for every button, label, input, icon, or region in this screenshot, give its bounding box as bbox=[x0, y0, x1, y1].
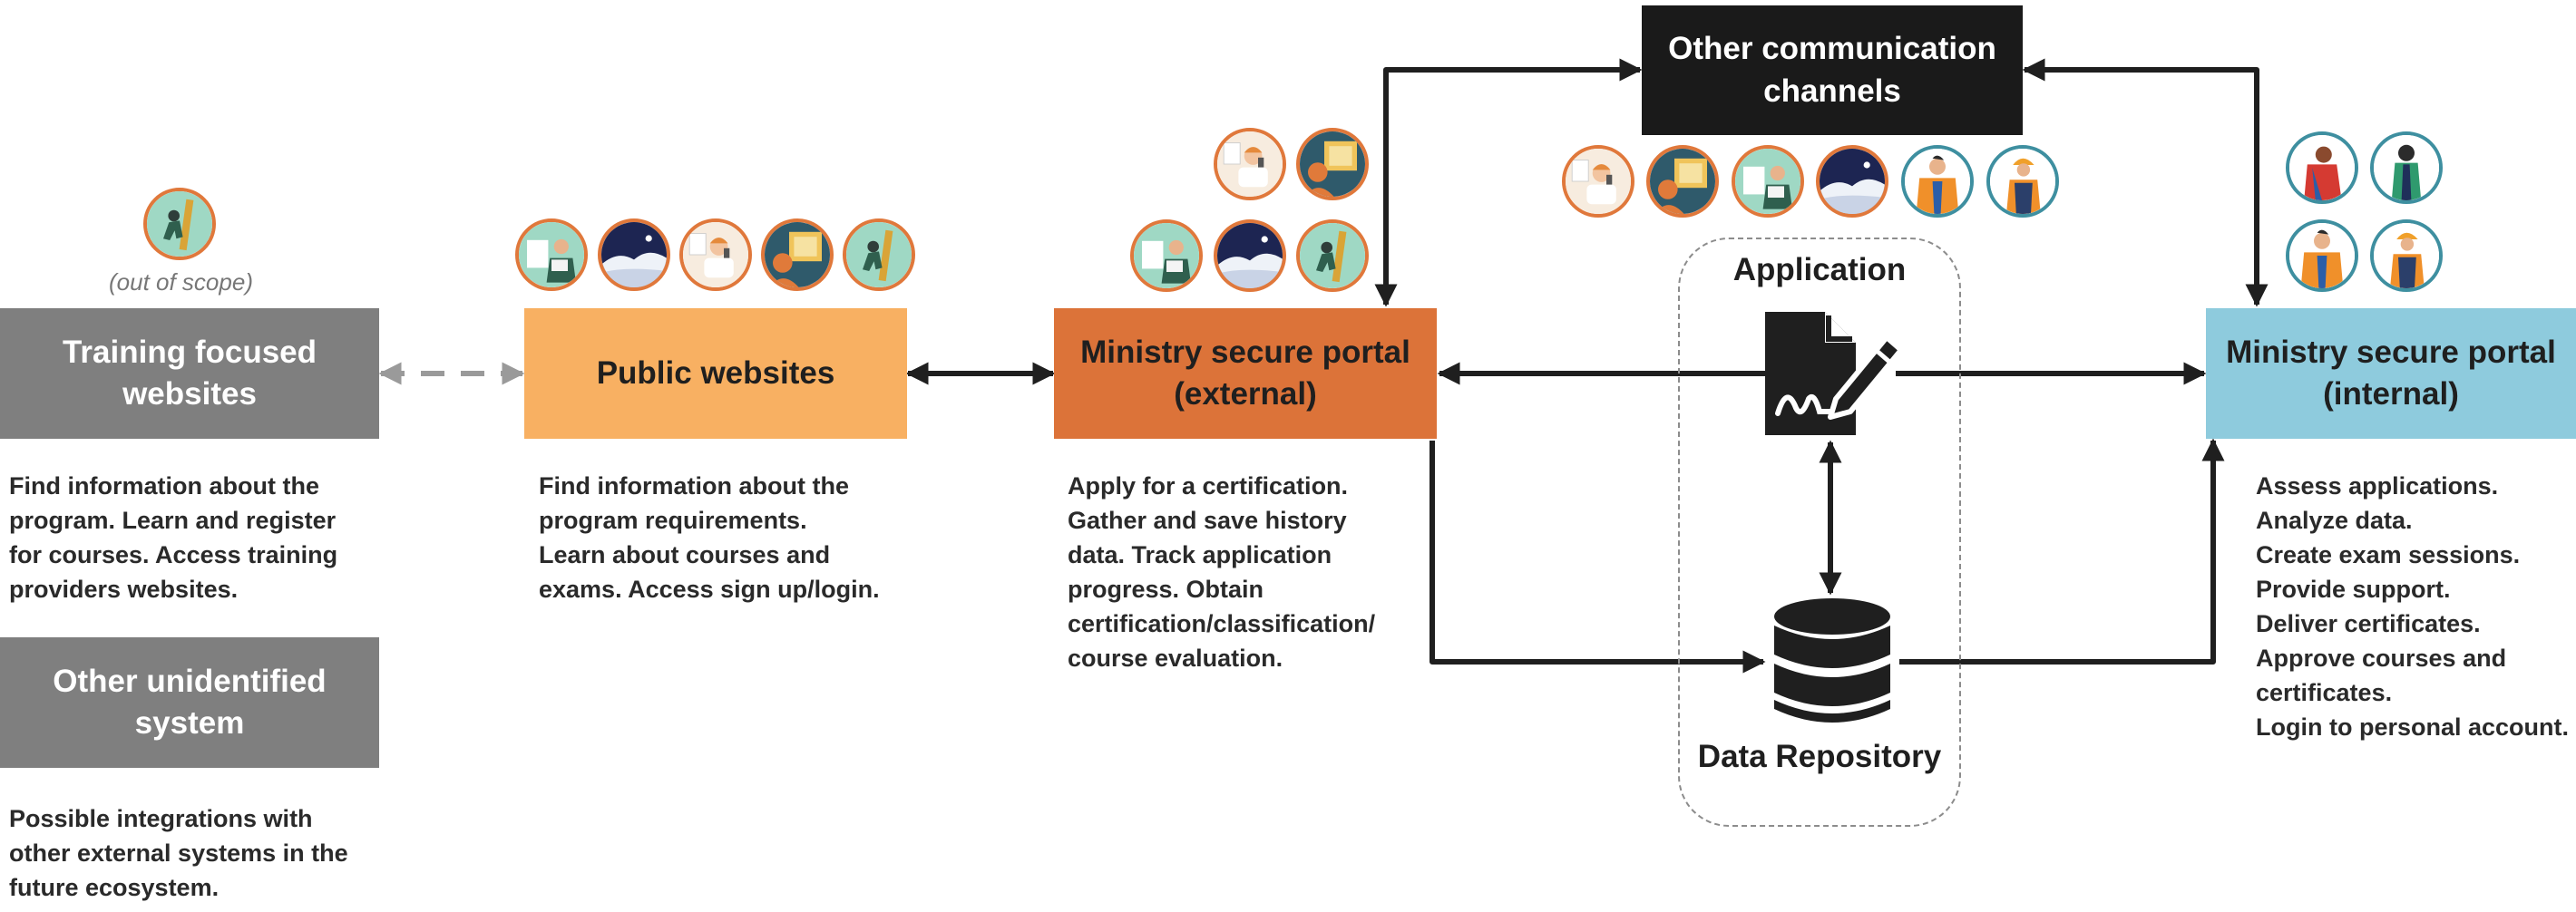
persona-climber-avatar bbox=[143, 188, 216, 260]
persona-reader-avatar bbox=[1732, 145, 1804, 218]
other-system-box: Other unidentified system bbox=[0, 637, 379, 768]
persona-climber-avatar bbox=[1296, 219, 1369, 292]
persona-worker-green-avatar bbox=[2370, 131, 2443, 204]
arrow-ext-portal-repository bbox=[1429, 441, 1766, 674]
persona-certificate-avatar bbox=[1296, 128, 1369, 200]
persona-worker-helmet-avatar bbox=[2370, 219, 2443, 292]
arrow-ext-portal-comm bbox=[1374, 58, 1643, 307]
arrow-comm-int-portal bbox=[2022, 58, 2269, 307]
persona-night-avatar bbox=[598, 218, 670, 291]
persona-worker-helmet-avatar bbox=[1986, 145, 2059, 218]
persona-reader-avatar bbox=[1130, 219, 1203, 292]
persona-certificate-avatar bbox=[1646, 145, 1719, 218]
external-portal-description: Apply for a certification.Gather and sav… bbox=[1068, 472, 1376, 672]
training-websites-box: Training focused websites bbox=[0, 308, 379, 439]
persona-worker-red-avatar bbox=[2286, 131, 2358, 204]
communication-channels-box: Other communication channels bbox=[1642, 5, 2023, 135]
persona-worker-orange-avatar bbox=[1901, 145, 1974, 218]
persona-night-avatar bbox=[1214, 219, 1286, 292]
persona-phone-avatar bbox=[679, 218, 752, 291]
document-signature-icon bbox=[1765, 312, 1901, 435]
persona-phone-avatar bbox=[1562, 145, 1634, 218]
database-icon bbox=[1774, 598, 1890, 723]
persona-reader-avatar bbox=[515, 218, 588, 291]
persona-night-avatar bbox=[1816, 145, 1888, 218]
arrow-repository-int-portal bbox=[1899, 438, 2225, 665]
persona-phone-avatar bbox=[1214, 128, 1286, 200]
persona-worker-orange-avatar bbox=[2286, 219, 2358, 292]
internal-portal-box: Ministry secure portal (internal) bbox=[2206, 308, 2576, 439]
public-websites-box: Public websites bbox=[524, 308, 907, 439]
persona-certificate-avatar bbox=[761, 218, 834, 291]
out-of-scope-note: (out of scope) bbox=[109, 268, 253, 296]
data-repository-label: Data Repository bbox=[1697, 739, 1942, 774]
persona-climber-avatar bbox=[843, 218, 915, 291]
external-portal-box: Ministry secure portal (external) bbox=[1054, 308, 1437, 439]
internal-portal-description: Assess applications.Analyze data. Create… bbox=[2256, 472, 2570, 741]
system-boundary bbox=[1678, 238, 1961, 827]
application-label: Application bbox=[1732, 252, 1907, 287]
